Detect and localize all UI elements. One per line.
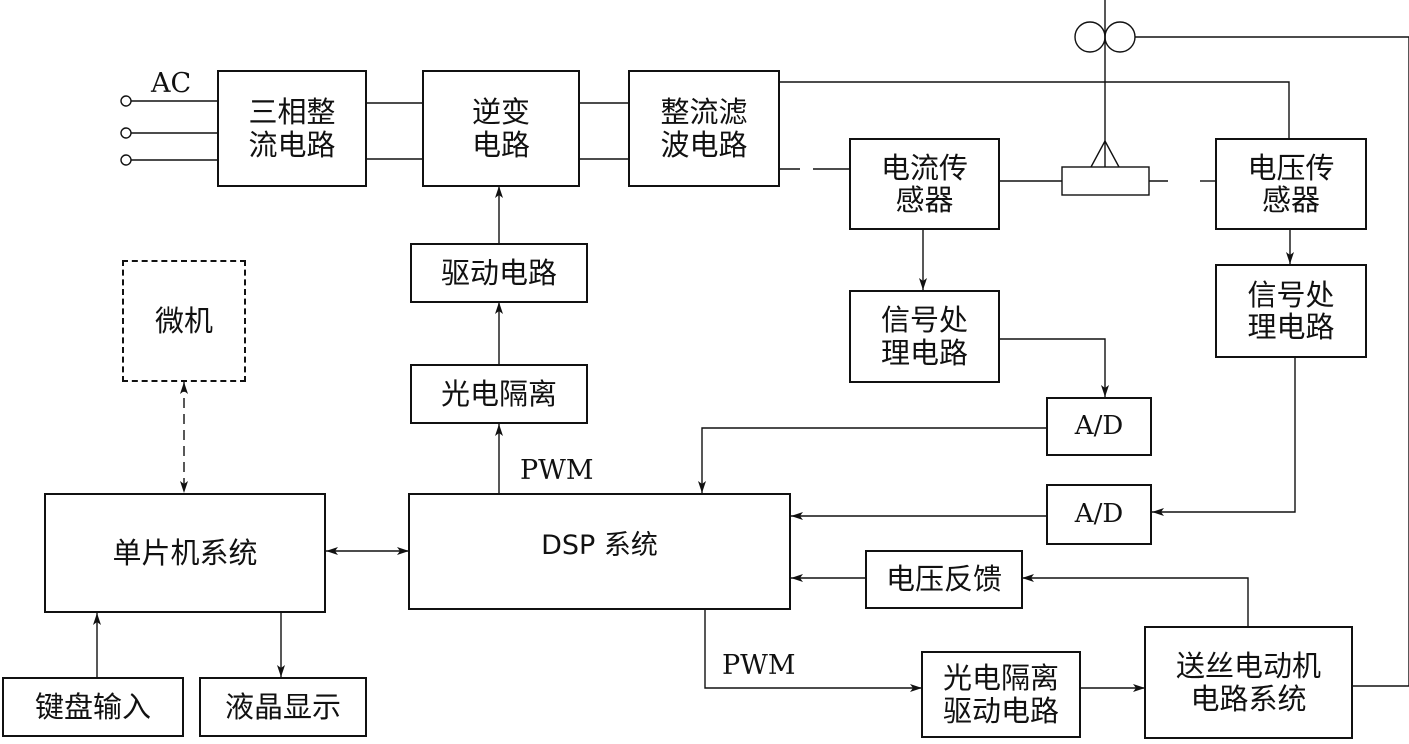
adc-label-1: A/D (1074, 410, 1124, 441)
opto-isolation-driver-block: 光电隔离 驱动电路 (921, 651, 1081, 738)
adc-block-2: A/D (1046, 484, 1152, 545)
current-sensor-block: 电流传 感器 (849, 138, 1000, 230)
voltage-feedback-block: 电压反馈 (865, 550, 1023, 609)
voltage-sensor-label: 电压传 感器 (1247, 150, 1335, 217)
current-sensor-label: 电流传 感器 (880, 150, 968, 217)
wire-roller-left-icon (1074, 21, 1106, 53)
keyboard-input-label: 键盘输入 (34, 689, 151, 724)
rectifier-filter-label: 整流滤 波电路 (660, 95, 748, 162)
inverter-block: 逆变 电路 (422, 70, 580, 187)
rectifier-filter-block: 整流滤 波电路 (628, 70, 780, 187)
three-phase-rectifier-block: 三相整 流电路 (217, 70, 367, 187)
ac-terminal-1 (120, 95, 132, 107)
dsp-system-label: DSP 系统 (541, 530, 658, 561)
adc-block-1: A/D (1046, 397, 1152, 456)
microcomputer-label: 微机 (154, 303, 213, 338)
signal-processing-label-1: 信号处 理电路 (880, 303, 968, 370)
three-phase-rectifier-label: 三相整 流电路 (248, 95, 336, 162)
microcomputer-block: 微机 (122, 260, 246, 382)
signal-processing-label-2: 信号处 理电路 (1247, 277, 1335, 344)
pwm-label-bottom: PWM (722, 650, 796, 681)
voltage-sensor-block: 电压传 感器 (1215, 138, 1367, 230)
inverter-label: 逆变 电路 (471, 95, 530, 162)
wire-feed-motor-block: 送丝电动机 电路系统 (1144, 626, 1353, 739)
ac-label: AC (151, 68, 192, 99)
signal-processing-block-2: 信号处 理电路 (1215, 264, 1367, 358)
dsp-system-block: DSP 系统 (408, 493, 791, 610)
wire-roller-right-icon (1104, 21, 1136, 53)
driver-block: 驱动电路 (410, 243, 588, 303)
adc-label-2: A/D (1074, 498, 1124, 529)
opto-isolation-driver-label: 光电隔离 驱动电路 (942, 661, 1059, 728)
keyboard-input-block: 键盘输入 (2, 677, 184, 737)
signal-processing-block-1: 信号处 理电路 (849, 290, 1000, 383)
driver-label: 驱动电路 (440, 255, 557, 290)
lcd-display-label: 液晶显示 (224, 689, 341, 724)
ac-terminal-3 (120, 154, 132, 166)
opto-isolation-block: 光电隔离 (410, 364, 588, 424)
ac-terminal-2 (120, 127, 132, 139)
voltage-feedback-label: 电压反馈 (885, 562, 1002, 597)
pwm-label-top: PWM (520, 455, 594, 486)
mcu-system-block: 单片机系统 (44, 493, 326, 613)
wire-feed-motor-label: 送丝电动机 电路系统 (1175, 649, 1321, 716)
opto-isolation-label: 光电隔离 (440, 376, 557, 411)
welding-torch-icon (1061, 166, 1150, 196)
mcu-system-label: 单片机系统 (112, 535, 258, 570)
lcd-display-block: 液晶显示 (199, 677, 367, 737)
